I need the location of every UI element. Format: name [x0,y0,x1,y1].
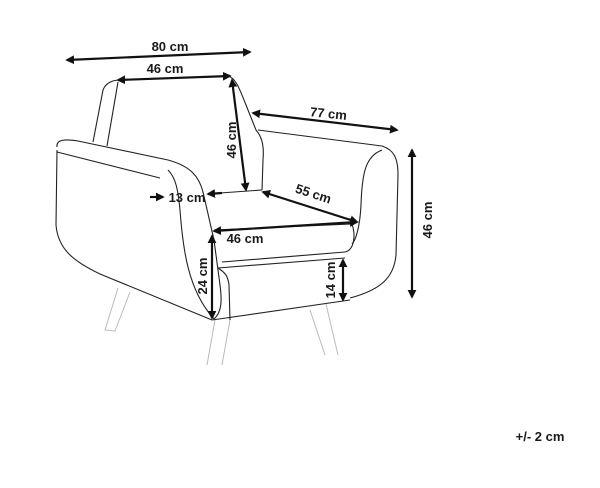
seat-height-label: 14 cm [323,262,338,299]
dimension-arrows [65,47,417,320]
backrest-height-arrow [228,78,250,192]
backrest-width-arrow [116,71,232,85]
armrest-width-label: 13 cm [169,190,206,205]
total-height-label: 46 cm [420,202,435,239]
total-depth-arrow [251,109,399,134]
backrest-height-label: 46 cm [224,122,239,159]
total-width-label: 80 cm [152,39,189,54]
legs [104,287,339,366]
backrest-width-label: 46 cm [147,61,184,76]
dimension-labels: 80 cm 46 cm 46 cm 77 cm 55 cm 13 cm 46 c… [147,39,565,444]
total-width-arrow [65,47,252,65]
armrest-width-arrow-right [206,189,223,198]
tolerance-label: +/- 2 cm [516,429,565,444]
seat-width-arrow [212,218,359,235]
armrest-height-label: 24 cm [195,258,210,295]
seat-depth-arrow [261,189,359,225]
total-depth-label: 77 cm [309,104,347,123]
seat-width-label: 46 cm [227,231,264,246]
